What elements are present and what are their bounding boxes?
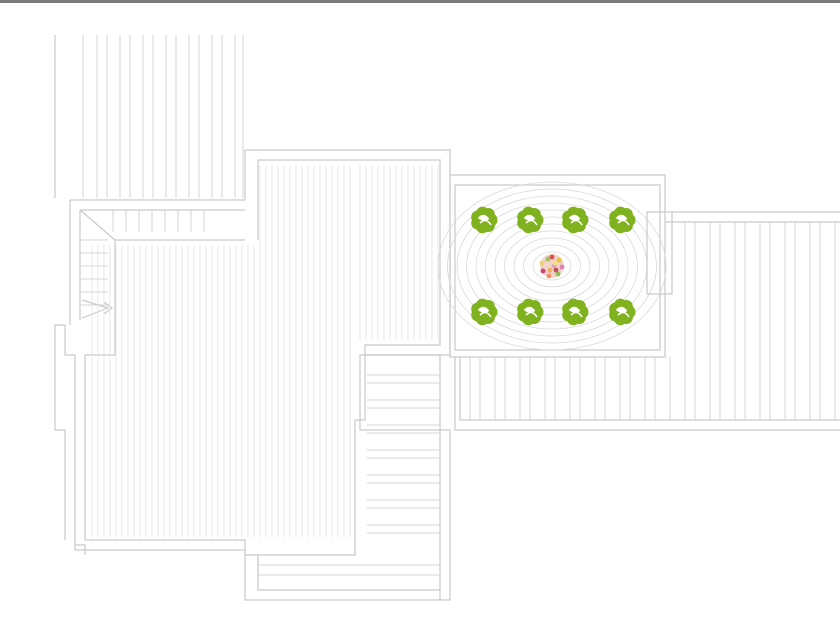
shrub-icon [471,298,498,326]
shrub-icon [609,298,636,326]
flower-bed-icon [539,254,565,279]
deck-right-planks [469,222,836,420]
ripple-ring [532,251,572,281]
ripple-ring [523,244,581,288]
shrub-icon [471,206,498,234]
ripple-ring [513,237,591,295]
shrub-icon [562,206,589,234]
steps-edge [365,354,441,600]
deck-right [454,211,840,431]
ripple-ring [494,223,610,309]
ripple-ring [485,216,619,316]
shrub-icon [517,206,544,234]
stair-treads [80,210,205,306]
ripple-ring [466,202,638,330]
ripple-ring [437,181,667,351]
stair [69,199,245,325]
steps-edge [257,555,440,591]
ripple-ring [475,209,629,323]
garden-ripple [437,181,667,351]
shrub-group [471,206,636,326]
shrub-icon [562,298,589,326]
ripple-ring [504,230,600,302]
garden-room [437,174,673,358]
main-room [54,149,451,601]
lower-steps [257,354,441,600]
main-floor-planks [91,165,439,537]
deck-upper-left [54,35,244,198]
shrub-icon [517,298,544,326]
ripple-ring [447,188,657,344]
window-top-border [0,0,840,3]
flower-bed [539,254,565,279]
shrub-icon [609,206,636,234]
